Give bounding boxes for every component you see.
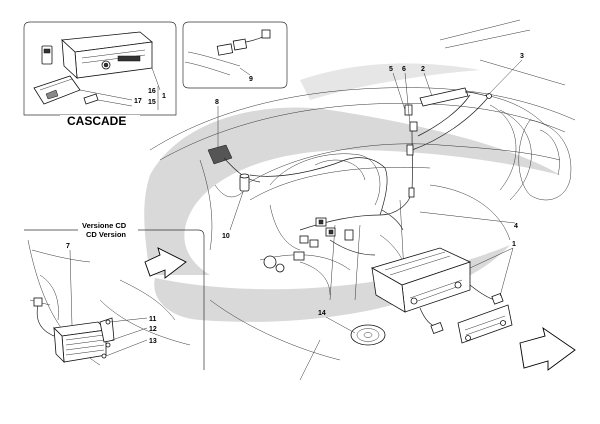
callout-17: 17: [134, 98, 142, 105]
callout-10: 10: [222, 233, 230, 240]
callout-5: 5: [389, 66, 393, 73]
callout-15: 15: [148, 99, 156, 106]
inset-connector: [182, 21, 288, 89]
callout-13: 13: [149, 338, 157, 345]
cd-version-title-bg: [78, 220, 138, 240]
inset-title-versione-cd: Versione CD: [82, 221, 127, 230]
callout-7: 7: [66, 243, 70, 250]
callout-1-main: 1: [512, 241, 516, 248]
callout-6: 6: [402, 66, 406, 73]
inset-cascade: [23, 21, 177, 127]
direction-arrow-right: [519, 326, 576, 371]
callout-leaders: [217, 59, 523, 334]
cd-disc: [350, 324, 386, 346]
gps-antenna: [207, 144, 261, 183]
callout-2: 2: [421, 66, 425, 73]
callout-4: 4: [514, 223, 518, 230]
callout-14: 14: [318, 310, 326, 317]
watermark-swoosh: [144, 63, 560, 322]
callout-8: 8: [215, 99, 219, 106]
callout-12: 12: [149, 326, 157, 333]
callout-1-inset: 1: [162, 93, 166, 100]
antenna-amplifier: [419, 87, 492, 107]
callout-9: 9: [249, 76, 253, 83]
inset-title-cd-version: CD Version: [86, 230, 126, 239]
radio-unit: [370, 247, 504, 334]
callout-16: 16: [148, 88, 156, 95]
callout-11: 11: [149, 316, 157, 323]
radio-faceplate: [457, 304, 513, 344]
wiring-harness: [249, 94, 491, 273]
filter-component: [239, 173, 250, 192]
callout-3: 3: [520, 53, 524, 60]
inset-title-cascade: CASCADE: [67, 114, 126, 128]
inset-cd-version: [24, 229, 205, 370]
